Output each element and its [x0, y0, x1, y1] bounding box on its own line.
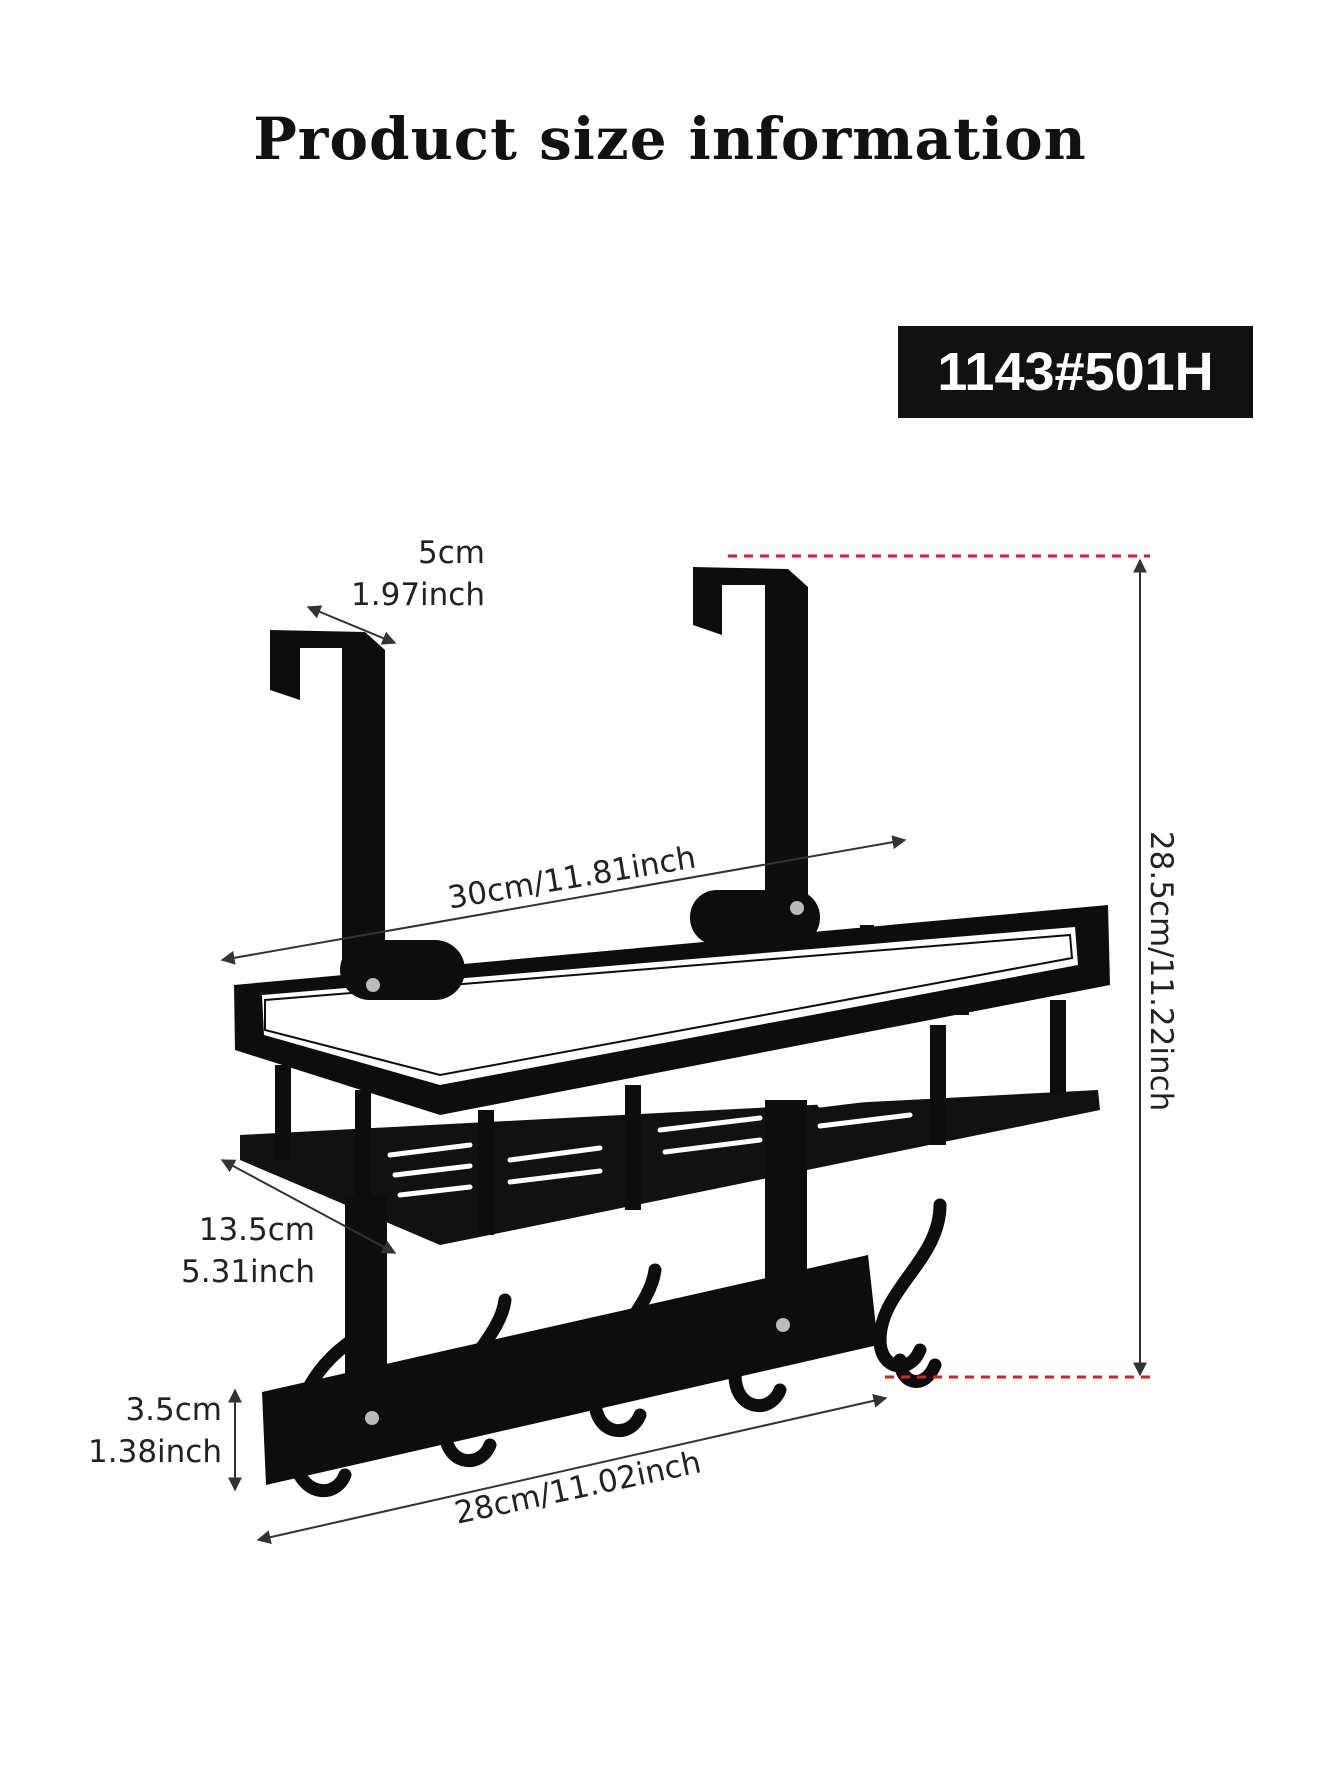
door-hook-right-icon [693, 567, 808, 915]
dim-basket-depth-inch: 5.31inch [181, 1253, 315, 1290]
dim-hook-depth-inch: 1.97inch [351, 576, 485, 613]
dim-total-height: 28.5cm/11.22inch [1142, 830, 1179, 1112]
shelf-basket-icon [234, 890, 1110, 1245]
door-hook-left-icon [270, 630, 385, 990]
dim-hook-depth-cm: 5cm [418, 535, 485, 571]
dim-hook-bar-height: 3.5cm 1.38inch [60, 1390, 222, 1474]
dim-hook-bar-height-cm: 3.5cm [125, 1392, 222, 1428]
dim-basket-depth: 13.5cm 5.31inch [150, 1210, 315, 1294]
dim-basket-depth-cm: 13.5cm [198, 1212, 315, 1248]
dim-hook-bar-height-inch: 1.38inch [88, 1433, 222, 1470]
dim-hook-depth: 5cm 1.97inch [330, 533, 485, 617]
dimension-lines [220, 554, 1150, 1545]
model-code: 1143#501H [937, 342, 1214, 402]
page-title: Product size information [253, 105, 1087, 173]
model-code-badge: 1143#501H [898, 326, 1253, 418]
